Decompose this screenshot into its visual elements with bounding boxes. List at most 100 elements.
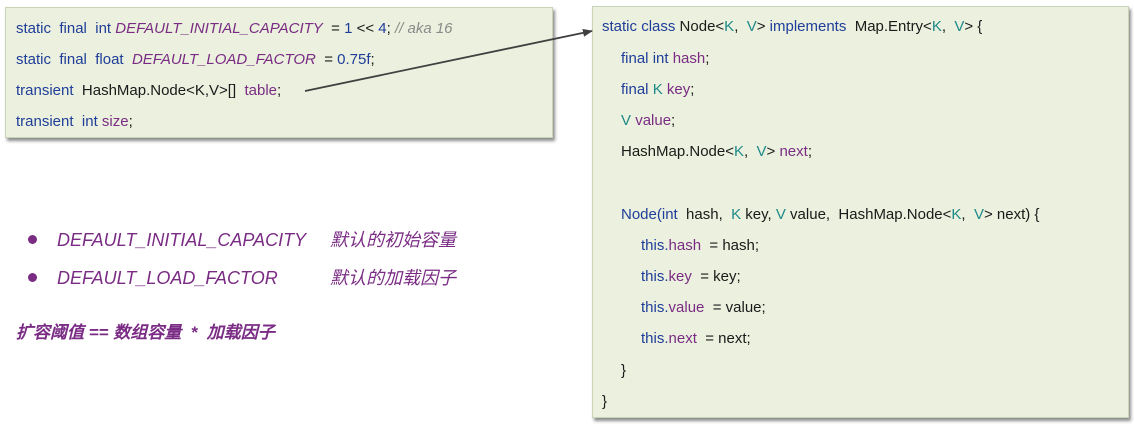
generic-v: V (621, 112, 632, 129)
kw-this: this. (641, 330, 669, 347)
eq: = (324, 51, 333, 68)
code-line-field-next: HashMap.Node<K, V> next; (621, 143, 812, 161)
generic-k: K (652, 81, 663, 98)
field-hash: hash (672, 50, 706, 67)
code-line-size: transient int size; (16, 113, 133, 131)
bullet-load-factor: DEFAULT_LOAD_FACTOR 默认的加载因子 (18, 243, 456, 290)
ctor-name: Node( (621, 206, 662, 223)
generic-v: V (756, 143, 767, 160)
brace-close: } (621, 362, 627, 379)
kw-transient: transient (16, 82, 74, 99)
comma: , (734, 18, 739, 35)
kw-static: static (602, 18, 638, 35)
kw-final: final (59, 51, 87, 68)
field-value: value (668, 299, 705, 316)
kw-static: static (16, 51, 52, 68)
param-value: value, (790, 206, 831, 223)
bullet-term: DEFAULT_LOAD_FACTOR (57, 268, 278, 288)
bullet-description: 默认的加载因子 (330, 268, 457, 288)
code-line-field-value: V value; (621, 112, 675, 130)
num-4: 4 (378, 20, 387, 37)
code-line-field-hash: final int hash; (621, 50, 709, 68)
interface-name: Map.Entry< (854, 18, 932, 35)
generic-k: K (733, 143, 744, 160)
field-next: next (779, 143, 808, 160)
field-value: value (635, 112, 672, 129)
param-key: key, (745, 206, 772, 223)
bullet-initial-capacity: DEFAULT_INITIAL_CAPACITY 默认的初始容量 (18, 205, 456, 252)
kw-this: this. (641, 268, 669, 285)
kw-implements: implements (769, 18, 847, 35)
bullet-dot (28, 273, 38, 282)
generic-v: V (954, 18, 965, 35)
param-hash: hash, (686, 206, 723, 223)
num-1: 1 (344, 20, 353, 37)
hashmap-fields-code-box: static final int DEFAULT_INITIAL_CAPACIT… (5, 7, 553, 138)
code-line-table: transient HashMap.Node<K,V>[] table; (16, 82, 281, 100)
kw-final: final (59, 20, 87, 37)
field-table: table (244, 82, 278, 99)
angle-close: > (756, 18, 766, 35)
kw-this: this. (641, 299, 669, 316)
type-int: int (661, 206, 678, 223)
kw-final: final (621, 50, 649, 67)
code-comment: // aka 16 (394, 20, 453, 37)
code-line-constructor: Node(int hash, K key, V value, HashMap.N… (621, 206, 1039, 224)
class-name: Node< (679, 18, 725, 35)
code-line-capacity: static final int DEFAULT_INITIAL_CAPACIT… (16, 20, 453, 38)
comma: , (941, 18, 947, 35)
generic-v: V (775, 206, 786, 223)
assign-rest: = key; (700, 268, 741, 285)
type-node: HashMap.Node< (621, 143, 734, 160)
semicolon: ; (370, 51, 375, 68)
code-line-field-key: final K key; (621, 81, 694, 99)
eq: = (331, 20, 340, 37)
generic-v: V (746, 18, 757, 35)
assign-rest: = value; (712, 299, 766, 316)
kw-this: this. (641, 237, 669, 254)
const-name: DEFAULT_INITIAL_CAPACITY (115, 20, 323, 37)
field-size: size (101, 113, 129, 130)
angle-close: > (766, 143, 776, 160)
const-name: DEFAULT_LOAD_FACTOR (131, 51, 316, 68)
bullet-term: DEFAULT_INITIAL_CAPACITY (57, 230, 307, 250)
kw-static: static (16, 20, 52, 37)
code-line-load-factor: static final float DEFAULT_LOAD_FACTOR =… (16, 51, 375, 69)
type-node: HashMap.Node< (838, 206, 952, 223)
threshold-formula: 扩容阈值 == 数组容量 * 加载因子 (16, 323, 275, 342)
semicolon: ; (277, 82, 282, 99)
param-next: next) { (996, 206, 1040, 223)
bullet-description: 默认的初始容量 (330, 230, 457, 250)
kw-transient: transient (16, 113, 74, 130)
code-line-close-class: } (602, 393, 607, 411)
brace-open: > { (964, 18, 983, 35)
kw-final: final (621, 81, 649, 98)
type-int: int (81, 113, 98, 130)
assign-rest: = hash; (709, 237, 760, 254)
code-line-assign-hash: this.hash = hash; (641, 237, 759, 255)
generic-k: K (724, 18, 735, 35)
assign-rest: = next; (705, 330, 751, 347)
field-key: key (668, 268, 692, 285)
code-line-assign-value: this.value = value; (641, 299, 766, 317)
field-key: key (666, 81, 691, 98)
comma: , (744, 143, 749, 160)
kw-class: class (641, 18, 676, 35)
semicolon: ; (807, 143, 812, 160)
field-next: next (668, 330, 697, 347)
brace-close: } (602, 393, 608, 410)
code-line-close-ctor: } (621, 362, 626, 380)
generic-v: V (973, 206, 984, 223)
op-shift: << (356, 20, 375, 37)
num-value: 0.75f (337, 51, 371, 68)
code-line-class-decl: static class Node<K, V> implements Map.E… (602, 18, 982, 36)
code-line-assign-key: this.key = key; (641, 268, 741, 286)
type-int: int (652, 50, 669, 67)
generic-k: K (951, 206, 962, 223)
type-float: float (95, 51, 124, 68)
angle-close: > (983, 206, 993, 223)
semicolon: ; (690, 81, 695, 98)
semicolon: ; (671, 112, 676, 129)
type-node-array: HashMap.Node<K,V>[] (81, 82, 237, 99)
field-hash: hash (668, 237, 702, 254)
